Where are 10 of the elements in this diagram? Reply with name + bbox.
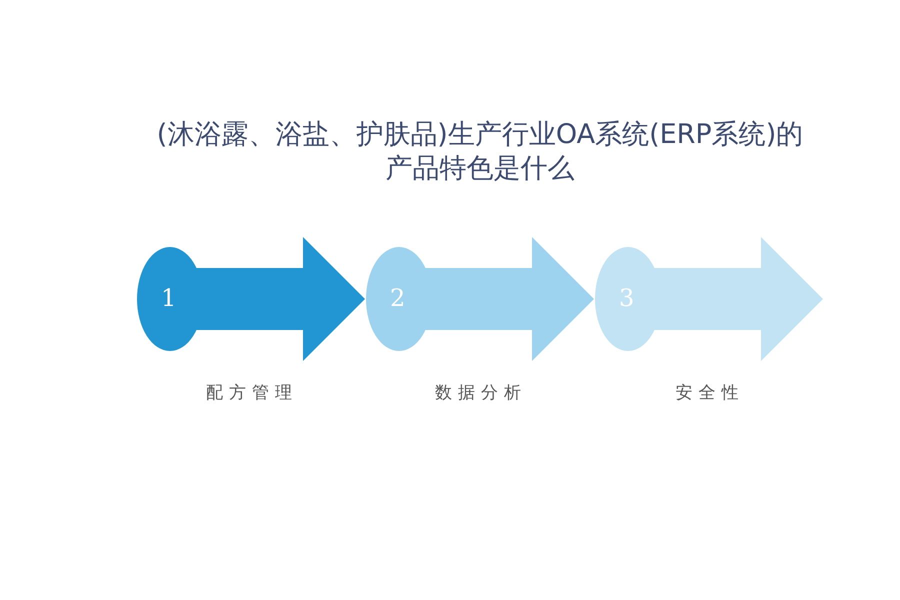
title: (沐浴露、浴盐、护肤品)生产行业OA系统(ERP系统)的产品特色是什么 bbox=[156, 118, 804, 186]
node-label: 安全性 bbox=[674, 382, 746, 404]
step-number: 2 bbox=[390, 284, 406, 312]
step-number: 1 bbox=[161, 284, 176, 312]
node-label: 配方管理 bbox=[205, 382, 299, 404]
arrow-shape bbox=[137, 237, 365, 361]
arrow-shape bbox=[595, 237, 823, 361]
node-label: 数据分析 bbox=[434, 382, 528, 404]
step-number: 3 bbox=[619, 284, 634, 312]
arrow-shape bbox=[366, 237, 594, 361]
